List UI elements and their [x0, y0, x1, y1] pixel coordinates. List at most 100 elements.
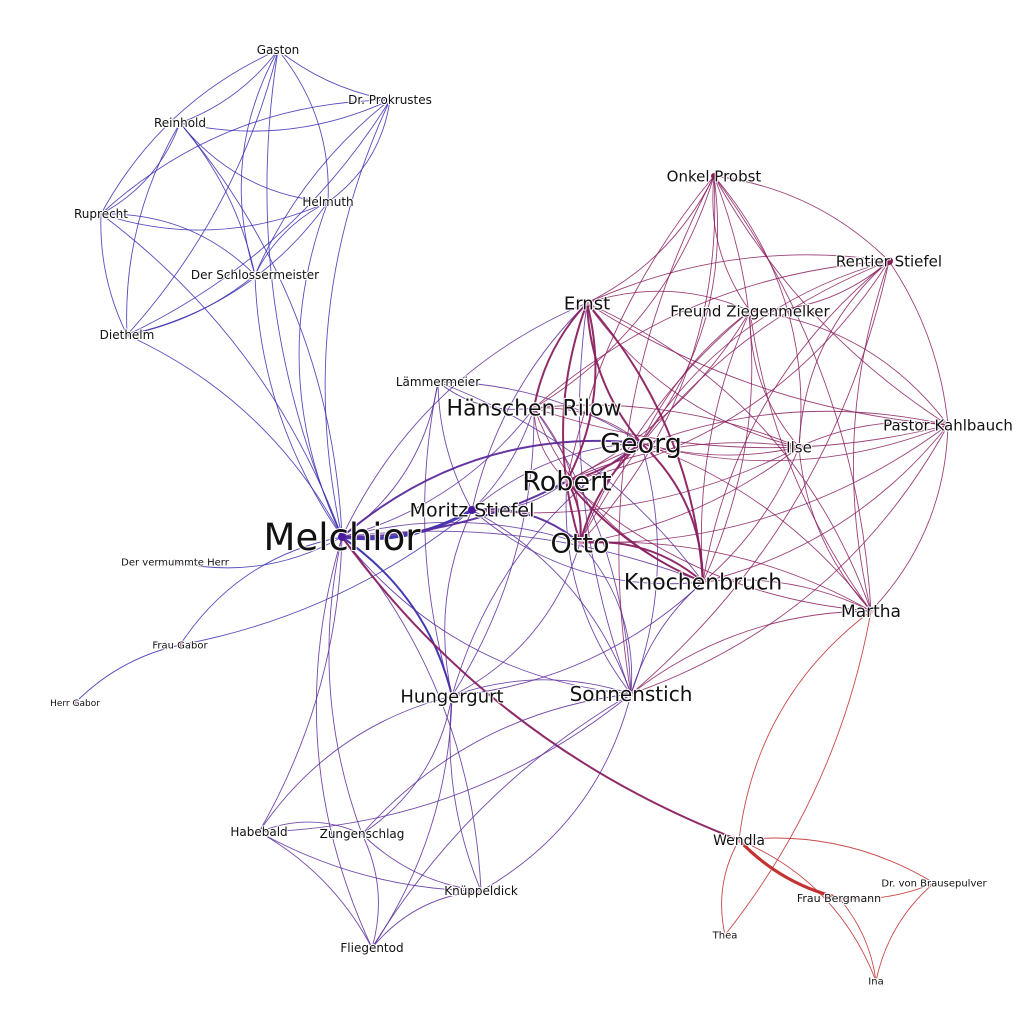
- label-ernst: Ernst: [564, 293, 610, 314]
- edge-melchior-robert: [341, 480, 568, 539]
- edge-ziegenmelker-kahlbauch: [749, 310, 949, 426]
- edge-haenschen-ilse: [533, 404, 800, 448]
- edge-schlossermeister-diethelm: [126, 274, 256, 336]
- edge-haenschen-onkel_probst: [533, 175, 715, 409]
- edge-hungergurt-zungenschlag: [361, 695, 453, 835]
- edge-rentier_stiefel-martha: [852, 260, 890, 612]
- node-ernst[interactable]: [584, 300, 590, 306]
- node-habebald[interactable]: [256, 829, 262, 835]
- node-sonnenstich[interactable]: [628, 691, 634, 697]
- label-fliegentod: Fliegentod: [340, 941, 403, 955]
- node-wendla[interactable]: [736, 837, 742, 843]
- label-schlossermeister: Der Schlossermeister: [191, 268, 319, 282]
- label-herr-gabor: Herr Gabor: [50, 699, 100, 709]
- node-ziegenmelker[interactable]: [747, 308, 753, 314]
- edge-hungergurt-otto: [451, 542, 581, 697]
- edge-hungergurt-knochenbruch: [451, 581, 704, 697]
- node-frau-bergmann[interactable]: [836, 895, 842, 901]
- edge-ruprecht-schlossermeister: [100, 213, 256, 276]
- edge-frau_bergmann-brausepulver: [838, 882, 935, 900]
- edge-melchior-zungenschlag: [328, 536, 363, 835]
- label-helmuth: Helmuth: [302, 195, 353, 209]
- edge-prokrustes-reinhold: [179, 99, 391, 132]
- node-knochenbruch[interactable]: [700, 579, 706, 585]
- edge-sonnenstich-robert: [565, 480, 632, 695]
- node-hungergurt[interactable]: [449, 693, 455, 699]
- edge-sonnenstich-georg: [630, 442, 658, 695]
- edge-hungergurt-sonnenstich: [451, 679, 632, 697]
- edge-gaston-reinhold: [179, 49, 279, 124]
- node-kahlbauch[interactable]: [945, 422, 951, 428]
- edge-ernst-knochenbruch: [586, 302, 704, 583]
- node-zungenschlag[interactable]: [359, 831, 365, 837]
- edge-helmuth-schlossermeister: [254, 201, 329, 276]
- edge-ernst-ilse: [586, 302, 800, 448]
- edge-reinhold-melchior: [179, 122, 343, 538]
- label-hungergurt: Hungergurt: [400, 686, 503, 707]
- edge-knochenbruch-kahlbauch: [702, 424, 949, 583]
- edge-onkel_probst-ilse: [713, 175, 802, 448]
- edge-wendla-frau_bergmann: [737, 838, 840, 900]
- edge-otto-haenschen: [533, 407, 581, 544]
- node-rentier-stiefel[interactable]: [885, 257, 893, 265]
- node-ruprecht[interactable]: [98, 211, 104, 217]
- edge-helmuth-melchior: [298, 201, 343, 538]
- edge-kahlbauch-martha: [870, 424, 949, 612]
- edge-melchior-fliegentod: [315, 536, 373, 949]
- edge-robert-ernst: [566, 302, 597, 482]
- node-diethelm[interactable]: [124, 332, 130, 338]
- node-vermummte[interactable]: [172, 559, 178, 565]
- node-otto[interactable]: [577, 540, 583, 546]
- node-schlossermeister[interactable]: [252, 272, 258, 278]
- node-robert[interactable]: [564, 478, 570, 484]
- edge-ernst-kahlbauch: [586, 302, 949, 426]
- label-moritz: Moritz Stiefel: [410, 500, 535, 522]
- node-herr-gabor[interactable]: [72, 700, 78, 706]
- edge-georg-kahlbauch: [640, 424, 949, 462]
- label-robert: Robert: [522, 466, 612, 497]
- label-kahlbauch: Pastor Kahlbauch: [883, 416, 1013, 434]
- node-reinhold[interactable]: [177, 120, 183, 126]
- edge-robert-rentier_stiefel: [566, 260, 890, 482]
- edge-robert-ilse: [566, 442, 800, 482]
- label-martha: Martha: [841, 602, 901, 622]
- edge-prokrustes-helmuth: [327, 99, 391, 203]
- edge-haenschen-laemmermeier: [437, 381, 535, 410]
- node-helmuth[interactable]: [325, 199, 331, 205]
- edge-wendla-ina: [738, 839, 877, 982]
- edge-ernst-rentier_stiefel: [586, 254, 890, 304]
- edge-knochenbruch-onkel_probst: [702, 175, 753, 583]
- label-knochenbruch: Knochenbruch: [624, 571, 782, 596]
- edge-rentier_stiefel-kahlbauch: [888, 260, 949, 426]
- label-frau-gabor: Frau Gabor: [152, 641, 208, 652]
- edge-prokrustes-schlossermeister: [254, 99, 391, 276]
- edge-ziegenmelker-martha: [749, 310, 872, 612]
- node-prokrustes[interactable]: [387, 97, 393, 103]
- edge-rentier_stiefel-ilse: [798, 260, 890, 448]
- node-georg[interactable]: [638, 440, 644, 446]
- node-melchior[interactable]: [338, 533, 346, 541]
- node-laemmermeier[interactable]: [435, 379, 441, 385]
- node-gaston[interactable]: [275, 47, 281, 53]
- node-martha[interactable]: [868, 608, 874, 614]
- node-moritz[interactable]: [468, 506, 476, 514]
- node-ilse[interactable]: [796, 444, 802, 450]
- edge-hungergurt-knueppeldick: [449, 695, 482, 892]
- node-onkel-probst[interactable]: [711, 173, 717, 179]
- edge-melchior-otto: [341, 521, 581, 544]
- node-knueppeldick[interactable]: [478, 888, 484, 894]
- node-brausepulver[interactable]: [931, 880, 937, 886]
- edge-ernst-martha: [586, 302, 872, 612]
- edge-georg-martha: [640, 442, 872, 612]
- edge-reinhold-diethelm: [126, 122, 181, 336]
- node-ina[interactable]: [873, 978, 879, 984]
- edge-georg-otto: [579, 442, 642, 544]
- edge-gaston-prokrustes: [277, 49, 391, 101]
- node-haenschen[interactable]: [531, 405, 537, 411]
- edge-ilse-kahlbauch: [798, 421, 949, 448]
- node-frau-gabor[interactable]: [177, 642, 183, 648]
- edge-knueppeldick-fliegentod: [371, 890, 482, 949]
- node-fliegentod[interactable]: [369, 945, 375, 951]
- edge-habebald-fliegentod: [258, 831, 373, 949]
- node-thea[interactable]: [722, 932, 728, 938]
